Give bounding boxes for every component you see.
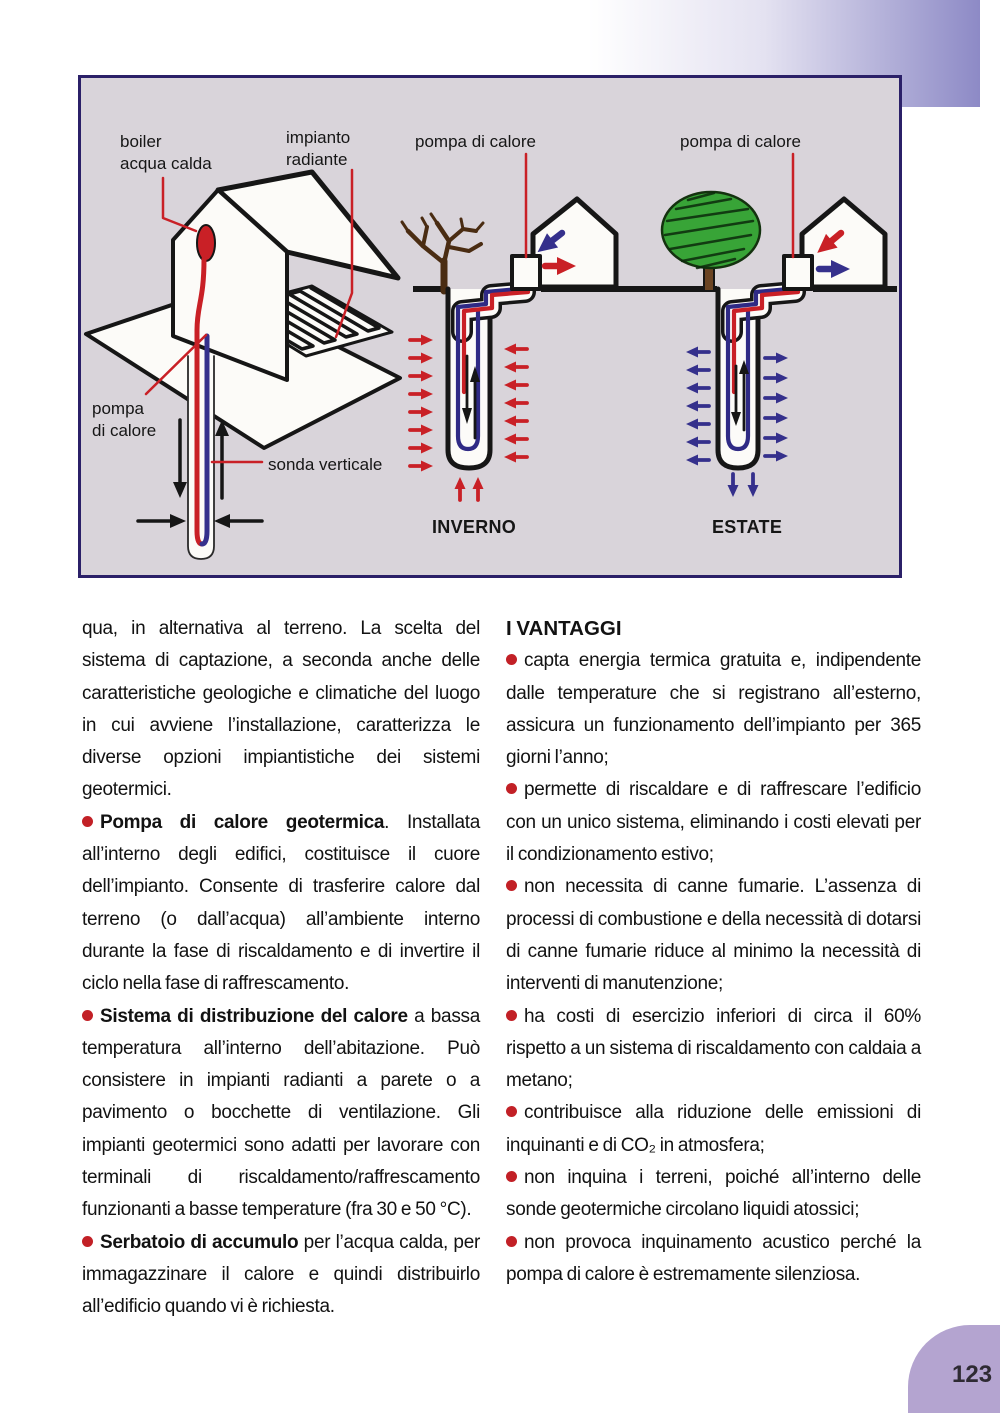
flow-arrows-black: [136, 418, 264, 528]
paragraph: contribuisce alla riduzione delle emissi…: [506, 1102, 921, 1156]
paragraph-lead: Pompa di calore geotermica: [100, 811, 385, 833]
house-summer: [799, 196, 888, 290]
label-pompa-house: pompa: [92, 399, 145, 418]
boiler: [196, 224, 216, 262]
heat-pump-box-winter: [510, 254, 542, 291]
red-bullet: [506, 1106, 517, 1118]
red-bullet: [506, 654, 517, 666]
paragraph: Serbatoio di accumulo per l’acqua calda,…: [82, 1231, 480, 1318]
scene-house-isometric: boiler acqua calda impianto radiante pom…: [84, 128, 402, 560]
paragraph: capta energia termica gratuita e, indipe…: [506, 650, 921, 769]
label-pompa-estate: pompa di calore: [680, 132, 801, 151]
label-boiler: boiler: [120, 132, 162, 151]
probe-channel: [187, 355, 215, 560]
pipe-hot: [194, 256, 207, 547]
loop-pipe-cold-summer: [725, 281, 792, 452]
leafy-tree: [660, 190, 762, 292]
label-pompa-house-2: di calore: [92, 421, 156, 440]
label-radiante-2: radiante: [286, 150, 347, 169]
paragraph: Pompa di calore geotermica. Installata a…: [82, 811, 480, 995]
red-bullet: [506, 1171, 517, 1183]
red-bullet: [506, 1009, 517, 1021]
red-bullet: [506, 1235, 517, 1247]
red-bullet: [506, 783, 517, 795]
diagram-canvas: boiler acqua calda impianto radiante pom…: [84, 128, 897, 560]
page-number: 123: [952, 1361, 993, 1388]
paragraph: non inquina i terreni, poiché all’intern…: [506, 1167, 921, 1221]
geothermal-diagram: boiler acqua calda impianto radiante pom…: [78, 75, 902, 578]
label-radiante: impianto: [286, 128, 350, 147]
loop-pipe-cold: [455, 281, 522, 452]
pipe-cold: [199, 333, 210, 547]
paragraph-lead: Serbatoio di accumulo: [100, 1231, 299, 1253]
paragraph: qua, in alternativa al terreno. La scelt…: [82, 618, 480, 801]
leader-lines: [144, 168, 354, 464]
heat-pump-box-summer: [782, 254, 814, 291]
paragraph: Sistema di distribuzione del calore a ba…: [82, 1005, 480, 1221]
bare-tree: [400, 212, 485, 295]
label-boiler-2: acqua calda: [120, 154, 212, 173]
paragraph-lead: Sistema di distribuzione del calore: [100, 1005, 408, 1027]
paragraph: non provoca inquinamento acustico perché…: [506, 1231, 921, 1285]
label-estate: ESTATE: [712, 517, 782, 537]
label-sonda: sonda verticale: [268, 455, 382, 474]
paragraph: non necessita di canne fumarie. L’assenz…: [506, 876, 921, 995]
borehole-flow-arrows-summer: [731, 360, 749, 432]
paragraph: ha costi di esercizio inferiori di circa…: [506, 1005, 921, 1092]
red-bullet: [82, 1235, 93, 1247]
left-column: qua, in alternativa al terreno. La scelt…: [82, 613, 480, 1324]
borehole-flow-arrows: [462, 354, 480, 440]
right-column: I VANTAGGI capta energia termica gratuit…: [506, 613, 921, 1291]
label-pompa-inverno: pompa di calore: [415, 132, 536, 151]
section-header: I VANTAGGI: [506, 617, 622, 640]
red-bullet: [82, 815, 93, 827]
label-inverno: INVERNO: [432, 517, 516, 537]
scene-inverno: pompa di calore INVERNO: [400, 132, 619, 537]
page-number-block: 123: [908, 1325, 1000, 1413]
red-bullet: [506, 880, 517, 892]
scene-estate: pompa di calore ESTATE: [660, 132, 888, 537]
paragraph: permette di riscaldare e di raffrescare …: [506, 779, 921, 866]
red-bullet: [82, 1009, 93, 1021]
